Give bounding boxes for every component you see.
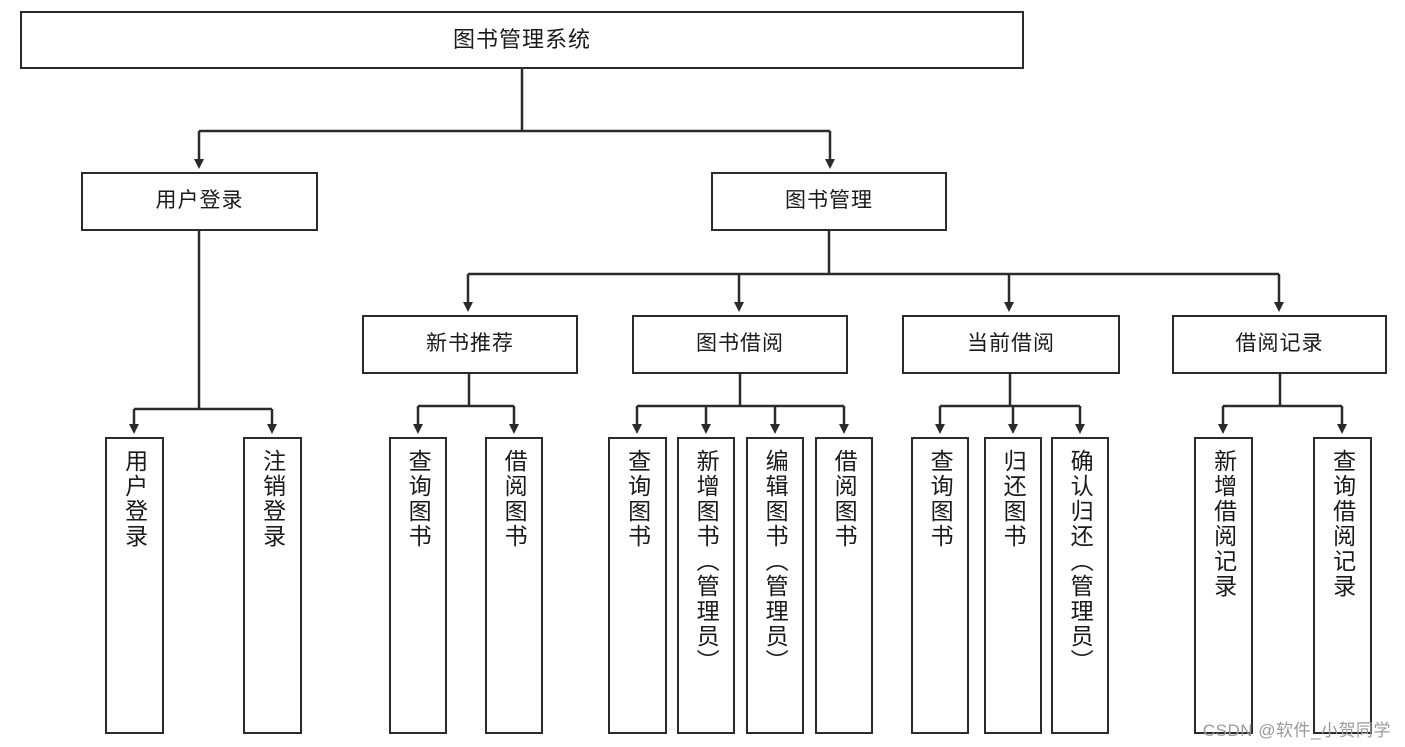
node-root[interactable]: 图书管理系统 (20, 11, 1024, 69)
node-leaf-user-login-label: 用户登录 (121, 449, 148, 549)
node-leaf-add-book-admin[interactable]: 新增图书（管理员） (677, 437, 735, 734)
node-leaf-query-book-rec-label: 查询图书 (405, 449, 432, 549)
node-book-borrow[interactable]: 图书借阅 (632, 315, 848, 374)
node-leaf-confirm-return-admin[interactable]: 确认归还（管理员） (1051, 437, 1109, 734)
node-leaf-user-login[interactable]: 用户登录 (105, 437, 164, 734)
node-current-borrow-label: 当前借阅 (967, 332, 1055, 356)
node-current-borrow[interactable]: 当前借阅 (902, 315, 1120, 374)
node-leaf-add-borrow-record[interactable]: 新增借阅记录 (1194, 437, 1253, 734)
node-root-label: 图书管理系统 (452, 27, 591, 53)
node-new-book-recommend[interactable]: 新书推荐 (362, 315, 578, 374)
node-leaf-borrow-book-label: 借阅图书 (831, 449, 858, 549)
node-leaf-query-borrow-record-label: 查询借阅记录 (1329, 449, 1356, 599)
node-borrow-records[interactable]: 借阅记录 (1172, 315, 1387, 374)
node-leaf-add-borrow-record-label: 新增借阅记录 (1210, 449, 1237, 599)
node-book-manage-label: 图书管理 (785, 189, 873, 213)
node-leaf-return-book-label: 归还图书 (1000, 449, 1027, 549)
node-user-login-label: 用户登录 (155, 189, 244, 213)
node-leaf-borrow-book-rec-label: 借阅图书 (501, 449, 528, 549)
node-leaf-add-book-admin-label: 新增图书（管理员） (693, 449, 720, 674)
node-borrow-records-label: 借阅记录 (1235, 332, 1324, 356)
node-book-borrow-label: 图书借阅 (696, 332, 784, 356)
node-leaf-confirm-return-admin-label: 确认归还（管理员） (1067, 449, 1094, 674)
node-leaf-query-book-borrow-label: 查询图书 (624, 449, 651, 549)
node-leaf-query-book-borrow[interactable]: 查询图书 (608, 437, 667, 734)
node-leaf-query-borrow-record[interactable]: 查询借阅记录 (1313, 437, 1372, 734)
node-leaf-return-book[interactable]: 归还图书 (984, 437, 1042, 734)
node-book-manage[interactable]: 图书管理 (711, 172, 947, 231)
node-leaf-borrow-book[interactable]: 借阅图书 (815, 437, 873, 734)
node-user-login[interactable]: 用户登录 (81, 172, 318, 231)
node-leaf-edit-book-admin-label: 编辑图书（管理员） (762, 449, 789, 674)
node-new-book-recommend-label: 新书推荐 (426, 332, 514, 356)
node-leaf-query-book-rec[interactable]: 查询图书 (389, 437, 447, 734)
node-leaf-query-book-current-label: 查询图书 (927, 449, 954, 549)
node-leaf-query-book-current[interactable]: 查询图书 (911, 437, 969, 734)
node-leaf-logout[interactable]: 注销登录 (243, 437, 302, 734)
node-leaf-edit-book-admin[interactable]: 编辑图书（管理员） (746, 437, 804, 734)
node-leaf-borrow-book-rec[interactable]: 借阅图书 (485, 437, 543, 734)
node-leaf-logout-label: 注销登录 (259, 449, 286, 549)
